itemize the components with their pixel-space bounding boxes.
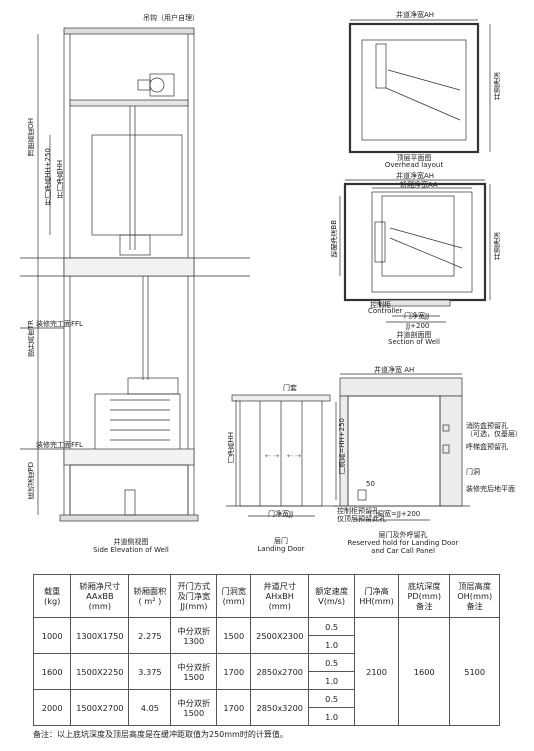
- finish-floor-upper-label: 装修完工面FFL: [36, 320, 83, 328]
- cell-overhead: 5100: [449, 617, 500, 726]
- section-caption-en: Section of Well: [388, 338, 440, 346]
- reserved-caption-en1: Reserved hold for Landing Door: [347, 539, 459, 547]
- cell-speed: 1.0: [308, 671, 355, 690]
- table-row: 2000 1500X2700 4.05 中分双折 1500 1700 2850x…: [32, 689, 500, 726]
- header-car-area: 轿厢面积 ( m² ): [128, 574, 172, 618]
- table-header-row: 载重 (kg) 轿厢净尺寸 AAxBB (mm) 轿厢面积 ( m² ) 开门方…: [32, 574, 500, 618]
- reserved-caption-en2: and Car Call Panel: [371, 547, 435, 555]
- landing-door-width-label: 门净宽JJ: [268, 510, 294, 518]
- overhead-height-label: 顶层高度OH: [27, 118, 35, 157]
- table-row: 1000 1300X1750 2.275 中分双折 1300 1500 2500…: [32, 617, 500, 726]
- header-car-size: 轿厢净尺寸 AAxBB (mm): [70, 574, 130, 618]
- reserved-hold-drawing: [334, 373, 470, 521]
- cell-load: 2000: [32, 689, 72, 726]
- side-elevation-caption-cn: 井道侧视图: [113, 538, 149, 546]
- cell-opening: 1700: [216, 689, 252, 726]
- finish-floor-label: 装修完后地平面: [466, 485, 515, 493]
- cell-area: 2.275: [128, 617, 172, 654]
- overhead-drawing: [348, 19, 491, 154]
- side-elevation-caption-en: Side Elevation of Well: [93, 546, 169, 554]
- door-clear-height-label: 开门净高HH: [56, 160, 64, 199]
- header-pit-depth: 底坑深度 PD(mm) 备注: [398, 574, 451, 618]
- cell-well: 2500X2300: [250, 617, 310, 654]
- header-opening: 门洞宽 (mm): [216, 574, 252, 618]
- section-caption-cn: 井道剖面图: [396, 331, 432, 339]
- section-door-width-label: 门净宽JJ: [404, 312, 430, 320]
- header-overhead: 顶层高度 OH(mm) 备注: [449, 574, 500, 618]
- overhead-caption-cn: 顶层平面图: [396, 154, 432, 162]
- header-speed: 额定速度 V(m/s): [308, 574, 355, 618]
- section-drawing: [339, 179, 491, 323]
- svg-text:⇠ ⇢: ⇠ ⇢: [265, 452, 279, 460]
- cell-load: 1000: [32, 617, 72, 654]
- landing-door-caption-en: Landing Door: [257, 545, 305, 553]
- reserved-opening-width-label: 门洞宽=JJ+200: [370, 510, 421, 518]
- cell-speed: 0.5: [308, 689, 355, 708]
- svg-text:⇠ ⇢: ⇠ ⇢: [287, 452, 301, 460]
- cell-pit: 1600: [398, 617, 451, 726]
- landing-door-drawing: [226, 394, 338, 517]
- door-height-label: 开门净高HH+250: [44, 148, 52, 206]
- reserved-well-width-label: 井道净宽 AH: [374, 366, 415, 374]
- overhead-caption-en: Overhead layout: [384, 161, 444, 169]
- cell-area: 3.375: [128, 653, 172, 690]
- section-car-depth-label: 轿厢净深BB: [330, 220, 338, 258]
- call-box-label: 呼梯盒预留孔: [466, 443, 508, 451]
- cell-well: 2850x3200: [250, 689, 310, 726]
- cell-speed: 1.0: [308, 707, 355, 726]
- landing-door-height-label: 门净高HH: [227, 432, 235, 464]
- overhead-depth-label: 井道净深: [493, 72, 501, 100]
- cell-door: 中分双折 1500: [170, 689, 218, 726]
- reserved-opening-height-label: 门洞高=HH+250: [338, 418, 346, 475]
- door-hole-label: 门洞: [466, 468, 480, 476]
- cell-load: 1600: [32, 653, 72, 690]
- header-door-type: 开门方式 及门净宽 JJ(mm): [170, 574, 218, 618]
- finish-floor-lower-label: 装修完工面FFL: [36, 441, 83, 449]
- cell-door-height: 2100: [353, 617, 400, 726]
- cell-area: 4.05: [128, 689, 172, 726]
- cell-opening: 1500: [216, 617, 252, 654]
- cell-car: 1500X2700: [70, 689, 130, 726]
- cell-door: 中分双折 1300: [170, 617, 218, 654]
- cell-door: 中分双折 1500: [170, 653, 218, 690]
- cell-speed: 0.5: [308, 653, 355, 672]
- travel-height-label: 提升高度TR: [27, 320, 35, 358]
- landing-door-caption-cn: 层门: [274, 537, 288, 545]
- footnote: 备注：以上底坑深度及顶层高度是在缓冲距取值为250mm时的计算值。: [33, 730, 288, 739]
- controller-label-cn: 控制柜: [370, 301, 391, 309]
- header-door-height: 门净高 HH(mm): [353, 574, 400, 618]
- header-load: 载重 (kg): [32, 574, 72, 618]
- cell-car: 1500X2250: [70, 653, 130, 690]
- hook-label: 吊钩（用户自理）: [143, 14, 199, 22]
- cell-car: 1300X1750: [70, 617, 130, 654]
- cell-speed: 0.5: [308, 617, 355, 636]
- side-elevation-drawing: [20, 27, 250, 522]
- panel-hole-label: 控制柜预留孔 仅顶层预留此孔: [337, 507, 386, 523]
- overhead-width-label: 井道净宽AH: [396, 11, 435, 19]
- spec-table: 载重 (kg) 轿厢净尺寸 AAxBB (mm) 轿厢面积 ( m² ) 开门方…: [32, 574, 500, 726]
- cell-well: 2850x2700: [250, 653, 310, 690]
- door-cover-label: 门套: [283, 384, 297, 392]
- table-row: 1.0: [34, 707, 500, 726]
- section-opening-label: JJ+200: [406, 322, 430, 330]
- table-row: 1600 1500X2250 3.375 中分双折 1500 1700 2850…: [32, 653, 500, 690]
- section-car-width-label: 轿厢净宽AA: [400, 181, 438, 189]
- reserved-caption-cn: 层门及外呼留孔: [378, 531, 428, 539]
- header-well-size: 井道尺寸 AHxBH (mm): [250, 574, 310, 618]
- controller-label-en: Controller: [368, 307, 403, 315]
- table-row: 1.0: [34, 635, 500, 654]
- section-well-width-label: 井道净宽AH: [396, 172, 435, 180]
- reserved-50-label: 50: [366, 480, 375, 488]
- cell-opening: 1700: [216, 653, 252, 690]
- section-well-depth-label: 井道净深: [493, 232, 501, 260]
- cell-speed: 1.0: [308, 635, 355, 654]
- fire-box-label: 消防盒预留孔 （可选，仅基层）: [466, 422, 522, 438]
- pit-depth-label: 底坑深度PD: [27, 462, 35, 500]
